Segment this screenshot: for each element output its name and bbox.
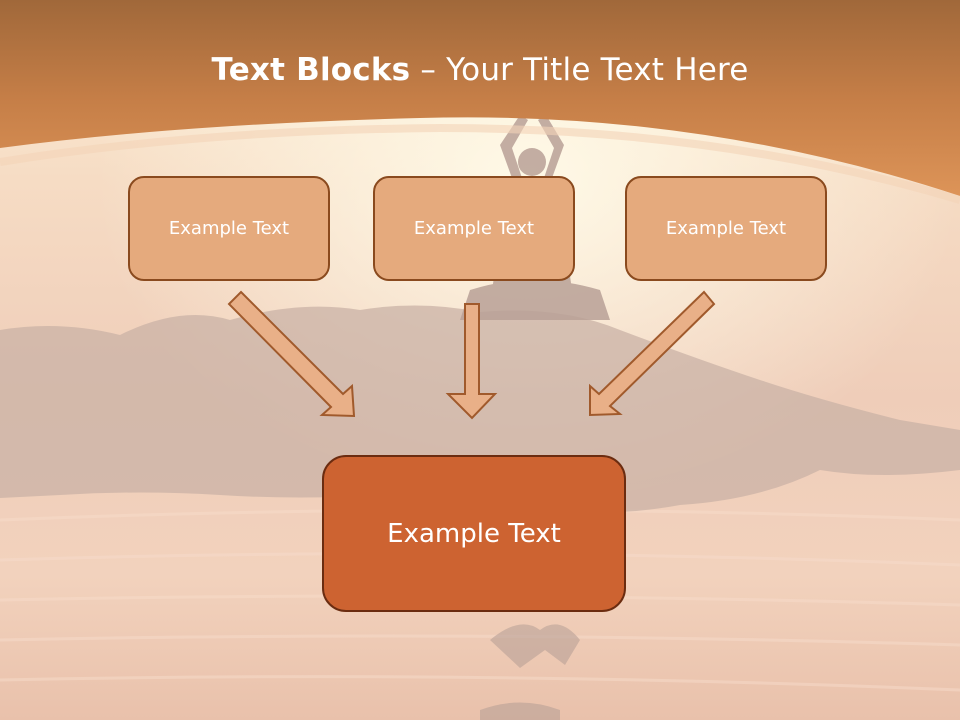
title-rest: – Your Title Text Here bbox=[410, 52, 749, 88]
text-block-middle[interactable]: Example Text bbox=[373, 176, 575, 281]
text-block-left[interactable]: Example Text bbox=[128, 176, 330, 281]
text-block-right-label: Example Text bbox=[665, 218, 787, 239]
text-block-bottom-label: Example Text bbox=[387, 518, 561, 549]
header-band-highlight bbox=[0, 123, 960, 204]
figure-reflection bbox=[480, 624, 580, 720]
text-block-left-label: Example Text bbox=[168, 218, 290, 239]
text-block-bottom[interactable]: Example Text bbox=[322, 455, 626, 612]
page-title: Text Blocks – Your Title Text Here bbox=[0, 52, 960, 88]
header-band bbox=[0, 0, 960, 196]
text-block-middle-label: Example Text bbox=[413, 218, 535, 239]
title-strong: Text Blocks bbox=[211, 52, 411, 88]
text-block-right[interactable]: Example Text bbox=[625, 176, 827, 281]
